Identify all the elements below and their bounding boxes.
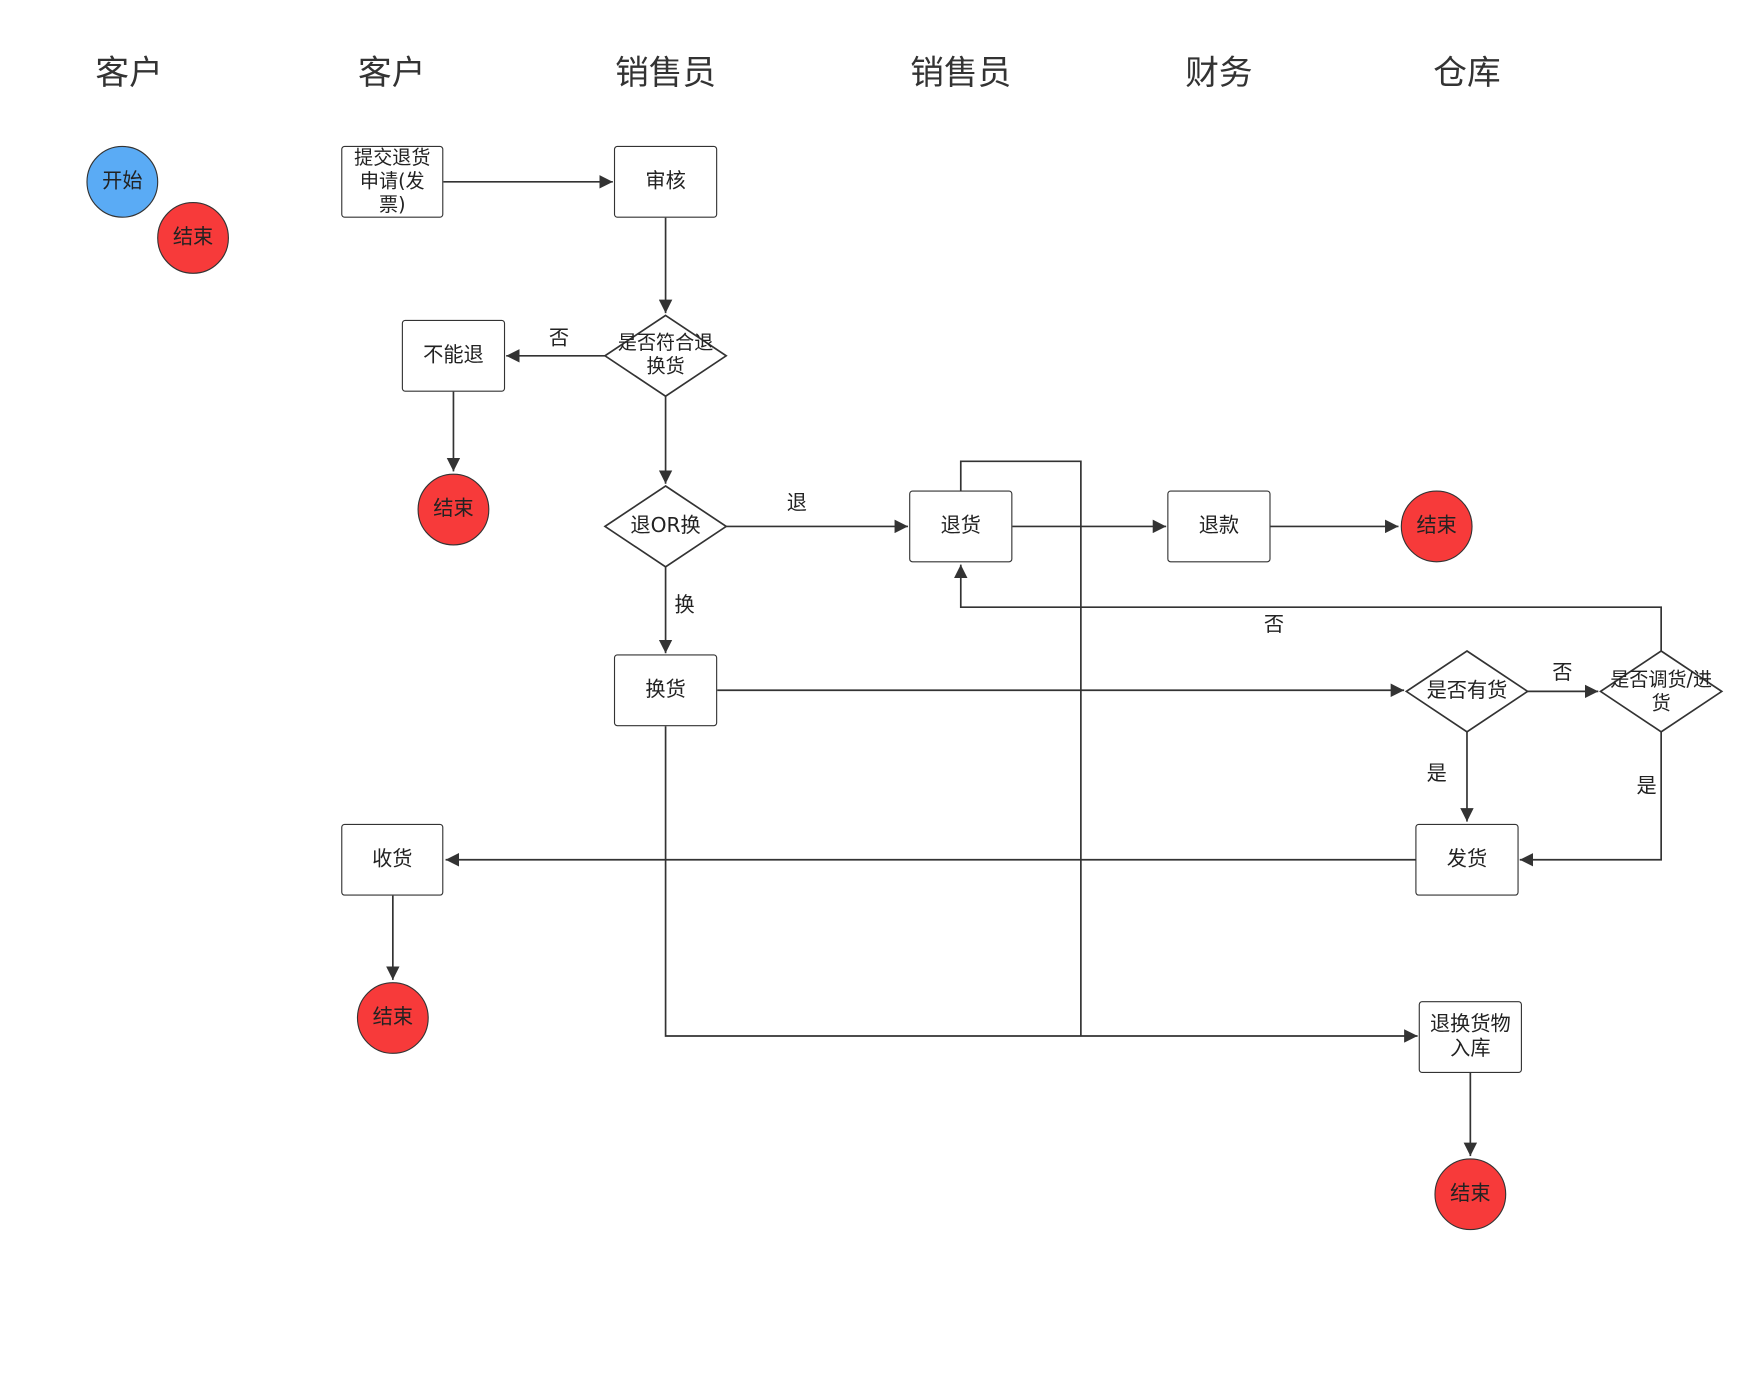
lane-header-sales-1: 销售员 — [615, 53, 717, 94]
end-receive-node: 结束 — [356, 982, 429, 1054]
flowchart-connectors — [386, 175, 1724, 1157]
in-stock-decision-label: 是否有货 — [1426, 679, 1508, 703]
lane-header-sales-2: 销售员 — [910, 53, 1012, 94]
lane-header-customer-1: 客户 — [95, 53, 163, 94]
end-warehouse-node: 结束 — [1434, 1158, 1507, 1231]
receive-node: 收货 — [341, 823, 444, 896]
edge-exchange-warehouse — [664, 726, 1418, 1043]
ship-node: 发货 — [1415, 823, 1519, 896]
return-or-exchange-decision-label: 退OR换 — [630, 514, 701, 538]
legend-end-node: 结束 — [157, 202, 229, 274]
exchange-node: 换货 — [613, 654, 718, 727]
transfer-or-purchase-decision-label: 是否调货/进货 — [1610, 668, 1713, 715]
edge-transfer-ship — [1519, 731, 1662, 867]
lane-header-finance: 财务 — [1185, 53, 1253, 94]
edge-label-stock-yes: 是 — [1426, 762, 1447, 786]
warehouse-in-node: 退换货物入库 — [1418, 1001, 1522, 1074]
edge-label-stock-no: 否 — [1552, 661, 1573, 685]
end-cannot-return-node: 结束 — [417, 473, 490, 546]
legend-start-node: 开始 — [86, 145, 159, 218]
lane-header-warehouse: 仓库 — [1433, 53, 1501, 94]
edge-return-warehouse — [959, 460, 1082, 1036]
refund-node: 退款 — [1167, 490, 1271, 563]
edge-label-exchange: 换 — [674, 593, 695, 618]
edge-label-transfer-no: 否 — [1263, 612, 1285, 637]
submit-return-request-node: 提交退货申请(发票) — [341, 145, 444, 218]
edge-label-transfer-yes: 是 — [1636, 774, 1657, 799]
edge-label-return: 退 — [786, 491, 808, 516]
review-node: 审核 — [613, 145, 718, 218]
end-refund-node: 结束 — [1400, 490, 1473, 563]
cannot-return-node: 不能退 — [401, 319, 506, 392]
return-goods-node: 退货 — [909, 490, 1013, 563]
eligible-decision-label: 是否符合退换货 — [617, 332, 714, 379]
edge-label-not-eligible: 否 — [548, 326, 570, 351]
edge-transfer-return — [954, 564, 1662, 651]
lane-header-customer-2: 客户 — [358, 53, 426, 94]
